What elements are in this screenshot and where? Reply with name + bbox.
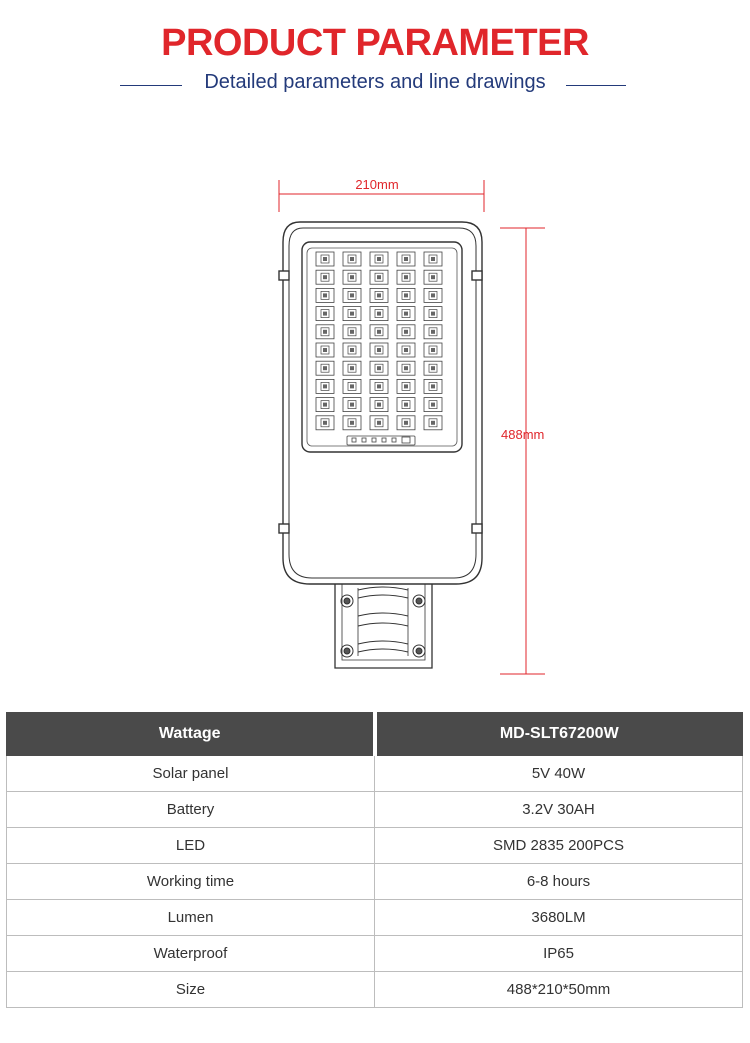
led-module [423,378,443,394]
led-module [396,360,416,376]
led-module [369,269,389,285]
led-module [315,342,335,358]
spec-value: 6-8 hours [374,863,743,900]
led-module [423,342,443,358]
led-module [315,306,335,322]
led-module [315,324,335,340]
led-module [342,415,362,431]
led-module [315,251,335,267]
led-module [369,397,389,413]
street-light-drawing: 210mm 488mm [278,177,545,675]
table-row: Size 488*210*50mm [6,971,743,1008]
led-module [396,324,416,340]
table-row: Solar panel 5V 40W [6,755,743,792]
mounting-bracket [334,584,433,669]
width-dimension [278,180,485,212]
led-module [396,342,416,358]
led-module [423,287,443,303]
spec-label: Size [6,971,375,1008]
led-panel-indicators [346,435,416,446]
led-module [396,287,416,303]
led-module [342,397,362,413]
subtitle-row: Detailed parameters and line drawings [0,71,750,101]
led-module [315,415,335,431]
subtitle-divider-right [566,85,626,86]
led-module [342,342,362,358]
led-module [342,251,362,267]
spec-label: Working time [6,863,375,900]
led-module [342,287,362,303]
led-module [423,306,443,322]
led-module [396,251,416,267]
height-dimension [500,227,545,675]
led-module [315,397,335,413]
spec-label: Battery [6,791,375,828]
led-module [423,269,443,285]
led-module [396,415,416,431]
table-row: LED SMD 2835 200PCS [6,827,743,864]
spec-table: Wattage MD-SLT67200W Solar panel 5V 40W … [6,712,743,1008]
spec-value: 3680LM [374,899,743,936]
led-module [396,306,416,322]
led-module [315,287,335,303]
led-module [396,378,416,394]
led-module [369,378,389,394]
spec-value: 3.2V 30AH [374,791,743,828]
led-module [396,269,416,285]
table-row: Lumen 3680LM [6,899,743,936]
led-module [423,397,443,413]
spec-header-value: MD-SLT67200W [372,712,743,756]
led-module [369,360,389,376]
table-row: Working time 6-8 hours [6,863,743,900]
led-panel [301,241,463,453]
led-module [342,324,362,340]
table-row: Battery 3.2V 30AH [6,791,743,828]
spec-table-header: Wattage MD-SLT67200W [6,712,743,756]
line-drawing: 210mm 488mm [0,160,750,690]
spec-label: Waterproof [6,935,375,972]
led-module [369,342,389,358]
led-module [396,397,416,413]
spec-value: 5V 40W [374,755,743,792]
led-module [315,378,335,394]
width-label: 210mm [355,177,398,192]
led-module [315,360,335,376]
led-module [342,306,362,322]
led-module [423,360,443,376]
led-module [342,269,362,285]
table-row: Waterproof IP65 [6,935,743,972]
led-module [369,306,389,322]
spec-label: Solar panel [6,755,375,792]
led-module [423,324,443,340]
led-module [342,378,362,394]
height-label: 488mm [501,427,544,442]
page-title: PRODUCT PARAMETER [161,22,589,64]
spec-header-label: Wattage [6,712,375,756]
subtitle-divider-left [120,85,182,86]
spec-value: IP65 [374,935,743,972]
led-module [369,287,389,303]
led-module [369,324,389,340]
led-module [369,251,389,267]
spec-label: LED [6,827,375,864]
led-module [423,251,443,267]
led-module [315,269,335,285]
spec-value: SMD 2835 200PCS [374,827,743,864]
spec-label: Lumen [6,899,375,936]
led-module [369,415,389,431]
led-module [423,415,443,431]
spec-value: 488*210*50mm [374,971,743,1008]
page-subtitle: Detailed parameters and line drawings [204,71,546,93]
lamp-housing [278,221,483,585]
bracket-bolts [340,594,426,658]
led-module [342,360,362,376]
